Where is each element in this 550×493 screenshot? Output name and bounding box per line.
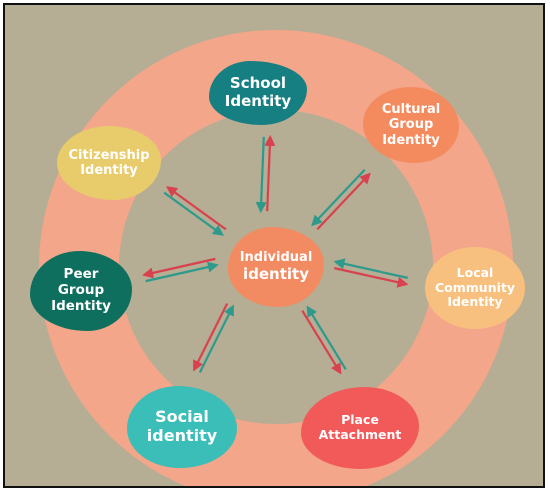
citizenship-line2: Identity (80, 163, 138, 178)
arrow-group (142, 134, 409, 375)
center-node-individual-identity: Individual identity (228, 227, 324, 307)
arrow-in-school (255, 136, 267, 214)
cultural-line1: Cultural (381, 102, 441, 117)
node-peer-group-identity: Peer Group Identity (30, 251, 132, 331)
peer-line2: Group (57, 282, 105, 299)
node-local-community-identity: Local Community Identity (425, 247, 525, 329)
social-line2: identity (146, 426, 218, 445)
node-cultural-group-identity: Cultural Group Identity (363, 87, 459, 163)
citizenship-line1: Citizenship (68, 147, 150, 163)
cultural-line3: Identity (382, 132, 440, 148)
local-line1: Local (456, 264, 494, 280)
peer-line1: Peer (63, 266, 99, 283)
node-social-identity: Social identity (127, 386, 237, 468)
arrow-out-local (334, 267, 409, 288)
node-citizenship-identity: Citizenship Identity (57, 126, 161, 200)
local-line2: Community (434, 279, 516, 295)
center-label-line1: Individual (239, 250, 313, 266)
arrow-out-social (193, 303, 229, 372)
node-place-attachment: Place Attachment (301, 387, 419, 469)
arrow-in-social (198, 304, 234, 373)
place-line2: Attachment (318, 427, 402, 442)
school-line1: School (229, 74, 287, 93)
peer-line3: Identity (51, 297, 111, 314)
arrow-out-cultural (316, 172, 371, 230)
arrow-out-place (301, 310, 342, 375)
local-line3: Identity (447, 294, 503, 310)
center-label-line2: identity (242, 264, 309, 283)
cultural-line2: Group (388, 117, 434, 133)
arrow-in-place (306, 305, 347, 370)
arrow-in-cultural (311, 169, 366, 227)
arrow-out-peer (142, 257, 216, 279)
diagram-frame: Individual identity School Identity Cult… (3, 3, 545, 488)
arrow-in-local (333, 258, 408, 279)
school-line2: Identity (224, 92, 292, 110)
arrow-in-citizenship (163, 191, 224, 236)
arrow-out-citizenship (166, 186, 227, 231)
social-line1: Social (155, 407, 209, 427)
arrow-in-peer (145, 261, 219, 283)
place-line1: Place (341, 412, 379, 428)
node-school-identity: School Identity (209, 61, 307, 125)
arrow-out-school (264, 134, 276, 212)
